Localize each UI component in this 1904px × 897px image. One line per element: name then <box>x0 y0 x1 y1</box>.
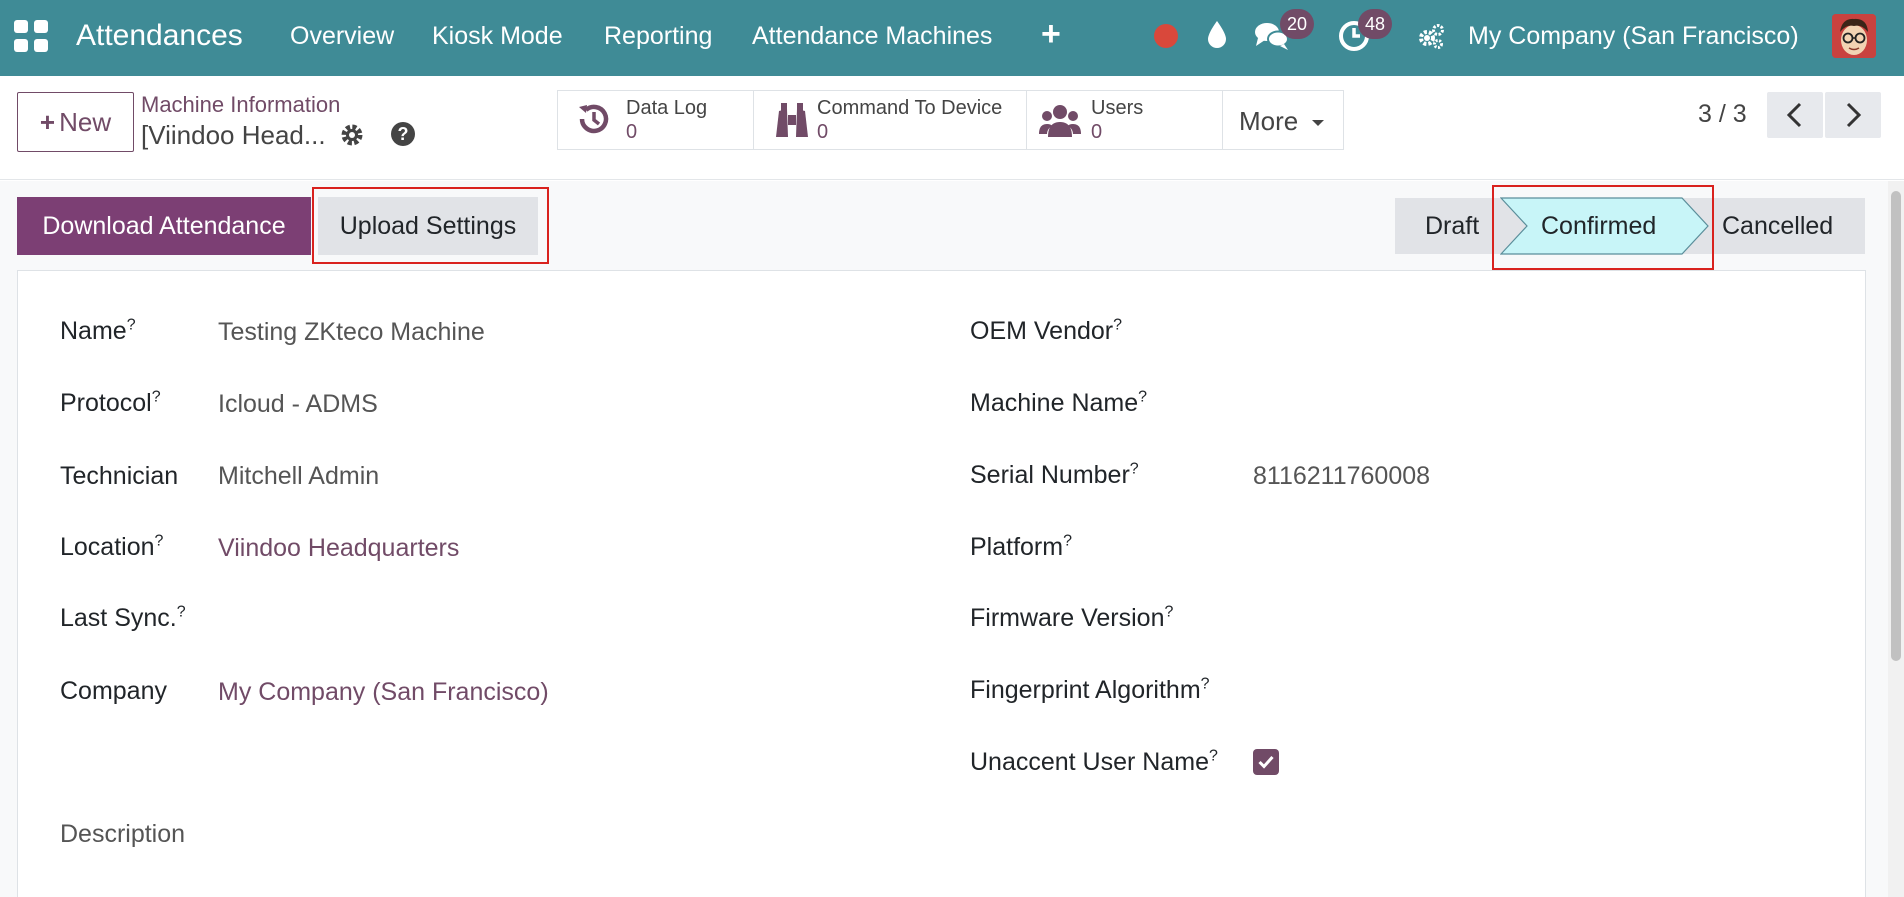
history-icon <box>576 101 612 142</box>
control-panel: +New Machine Information [Viindoo Head..… <box>0 76 1904 180</box>
field-label-protocol: Protocol? <box>60 389 161 418</box>
plus-icon: + <box>39 107 56 137</box>
field-label-unaccent-user-name: Unaccent User Name? <box>970 748 1218 777</box>
menu-reporting[interactable]: Reporting <box>604 22 713 50</box>
menu-overview[interactable]: Overview <box>290 22 395 50</box>
field-label-firmware-version: Firmware Version? <box>970 604 1173 633</box>
top-navbar: Attendances Overview Kiosk Mode Reportin… <box>0 0 1904 76</box>
help-tooltip-icon[interactable]: ? <box>126 316 136 334</box>
activities-count-badge: 48 <box>1358 9 1392 39</box>
record-icon[interactable] <box>1154 24 1178 48</box>
label-text: Location <box>60 533 155 561</box>
field-label-location: Location? <box>60 533 163 562</box>
apps-grid-icon[interactable] <box>12 18 48 54</box>
users-icon <box>1039 101 1081 146</box>
help-tooltip-icon[interactable]: ? <box>151 388 161 406</box>
field-value-location[interactable]: Viindoo Headquarters <box>218 534 460 562</box>
status-draft[interactable]: Draft <box>1425 212 1480 240</box>
breadcrumb-parent[interactable]: Machine Information <box>141 92 341 117</box>
more-label: More <box>1239 106 1299 136</box>
messages-count-badge: 20 <box>1280 9 1314 39</box>
label-text: Unaccent User Name <box>970 748 1209 776</box>
help-tooltip-icon[interactable]: ? <box>176 603 186 621</box>
label-text: Firmware Version <box>970 604 1165 632</box>
status-confirmed-label: Confirmed <box>1541 212 1657 240</box>
field-label-platform: Platform? <box>970 533 1072 562</box>
field-label-last-sync: Last Sync.? <box>60 604 186 633</box>
more-dropdown[interactable]: More <box>1223 91 1343 149</box>
scrollbar-thumb[interactable] <box>1891 191 1901 661</box>
field-label-machine-name: Machine Name? <box>970 389 1147 418</box>
label-text: Fingerprint Algorithm <box>970 676 1201 704</box>
smart-buttons: Data Log 0 Command To Device 0 Users 0 M… <box>557 90 1344 150</box>
help-tooltip-icon[interactable]: ? <box>1113 316 1123 334</box>
help-tooltip-icon[interactable]: ? <box>1208 747 1218 765</box>
users-button[interactable]: Users 0 <box>1027 91 1223 149</box>
help-tooltip-icon[interactable]: ? <box>1200 675 1210 693</box>
checkmark-icon <box>1258 755 1274 769</box>
label-text: OEM Vendor <box>970 317 1114 345</box>
unaccent-user-name-checkbox[interactable] <box>1253 749 1279 775</box>
field-label-company: Company <box>60 677 167 706</box>
chat-icon[interactable] <box>1254 20 1290 57</box>
field-value-serial-number[interactable]: 8116211760008 <box>1253 462 1431 490</box>
label-text: Protocol <box>60 389 152 417</box>
field-label-oem-vendor: OEM Vendor? <box>970 317 1122 346</box>
menu-attendance-machines[interactable]: Attendance Machines <box>752 22 993 50</box>
description-tab-label[interactable]: Description <box>60 820 186 848</box>
command-to-device-button[interactable]: Command To Device 0 <box>754 91 1027 149</box>
help-tooltip-icon[interactable]: ? <box>1129 460 1139 478</box>
new-button-label: New <box>59 107 112 137</box>
app-name[interactable]: Attendances <box>76 19 243 52</box>
gear-icon[interactable] <box>339 122 365 153</box>
command-to-device-title: Command To Device <box>817 97 1003 119</box>
status-cancelled[interactable]: Cancelled <box>1722 212 1834 240</box>
label-text: Serial Number <box>970 461 1130 489</box>
settings-gears-icon[interactable] <box>1416 21 1446 56</box>
status-confirmed-arrow <box>1500 197 1709 255</box>
pager-next-button[interactable] <box>1825 92 1881 138</box>
pager-previous-button[interactable] <box>1767 92 1823 138</box>
users-count: 0 <box>1091 121 1103 143</box>
data-log-count: 0 <box>626 121 638 143</box>
label-text: Platform <box>970 533 1064 561</box>
new-button[interactable]: +New <box>17 92 134 152</box>
page-scrollbar[interactable] <box>1888 181 1904 897</box>
field-value-protocol[interactable]: Icloud - ADMS <box>218 390 378 418</box>
upload-settings-button[interactable]: Upload Settings <box>318 197 538 255</box>
data-log-title: Data Log <box>626 97 708 119</box>
users-title: Users <box>1091 97 1144 119</box>
plus-icon[interactable]: + <box>1041 15 1061 53</box>
field-label-technician: Technician <box>60 462 178 491</box>
caret-down-icon <box>1311 115 1325 133</box>
label-text: Last Sync. <box>60 604 177 632</box>
field-value-technician[interactable]: Mitchell Admin <box>218 462 380 490</box>
droplet-icon[interactable] <box>1206 20 1228 55</box>
company-switcher[interactable]: My Company (San Francisco) <box>1468 22 1799 50</box>
menu-kiosk-mode[interactable]: Kiosk Mode <box>432 22 563 50</box>
command-to-device-count: 0 <box>817 121 829 143</box>
binoculars-icon <box>772 101 812 146</box>
label-text: Company <box>60 677 167 705</box>
help-tooltip-icon[interactable]: ? <box>1164 603 1174 621</box>
pager-value[interactable]: 3 / 3 <box>1698 100 1747 128</box>
field-label-fingerprint-algorithm: Fingerprint Algorithm? <box>970 676 1210 705</box>
field-value-company[interactable]: My Company (San Francisco) <box>218 678 549 706</box>
help-tooltip-icon[interactable]: ? <box>1138 388 1148 406</box>
field-value-name[interactable]: Testing ZKteco Machine <box>218 318 485 346</box>
field-label-name: Name? <box>60 317 136 346</box>
help-icon[interactable]: ? <box>391 122 415 146</box>
help-tooltip-icon[interactable]: ? <box>154 532 164 550</box>
help-tooltip-icon[interactable]: ? <box>1063 532 1072 550</box>
data-log-button[interactable]: Data Log 0 <box>558 91 754 149</box>
field-label-serial-number: Serial Number? <box>970 461 1139 490</box>
label-text: Name <box>60 317 127 345</box>
label-text: Technician <box>60 462 179 490</box>
user-avatar[interactable] <box>1832 14 1876 58</box>
breadcrumb-current: [Viindoo Head... <box>141 120 326 150</box>
download-attendance-button[interactable]: Download Attendance <box>17 197 311 255</box>
label-text: Machine Name <box>970 389 1139 417</box>
form-sheet <box>17 270 1866 897</box>
